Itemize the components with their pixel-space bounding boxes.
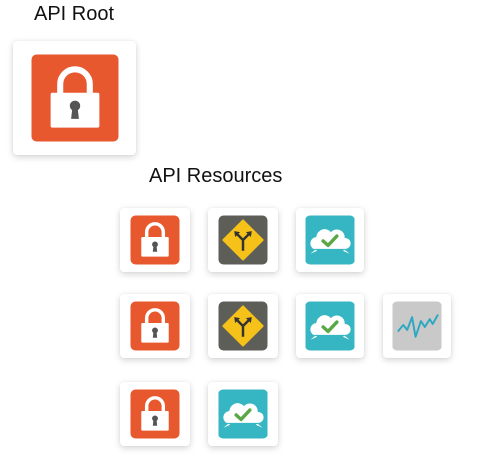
resource-card[interactable] — [120, 294, 190, 358]
resource-card[interactable] — [208, 294, 278, 358]
resource-card[interactable] — [208, 382, 278, 446]
road-sign-icon — [218, 301, 268, 351]
api-root-card[interactable] — [13, 41, 136, 155]
activity-graph-icon — [392, 301, 442, 351]
road-sign-icon — [218, 215, 268, 265]
lock-icon — [130, 389, 180, 439]
resource-card[interactable] — [296, 294, 364, 358]
api-root-title: API Root — [34, 3, 115, 25]
api-resources-title: API Resources — [149, 165, 283, 187]
cloud-check-icon — [305, 215, 355, 265]
resource-card[interactable] — [208, 208, 278, 272]
resource-card[interactable] — [383, 294, 451, 358]
cloud-check-icon — [305, 301, 355, 351]
resource-card[interactable] — [296, 208, 364, 272]
resource-card[interactable] — [120, 208, 190, 272]
cloud-check-icon — [218, 389, 268, 439]
resource-card[interactable] — [120, 382, 190, 446]
lock-icon — [130, 301, 180, 351]
lock-icon — [130, 215, 180, 265]
lock-icon — [31, 54, 118, 142]
